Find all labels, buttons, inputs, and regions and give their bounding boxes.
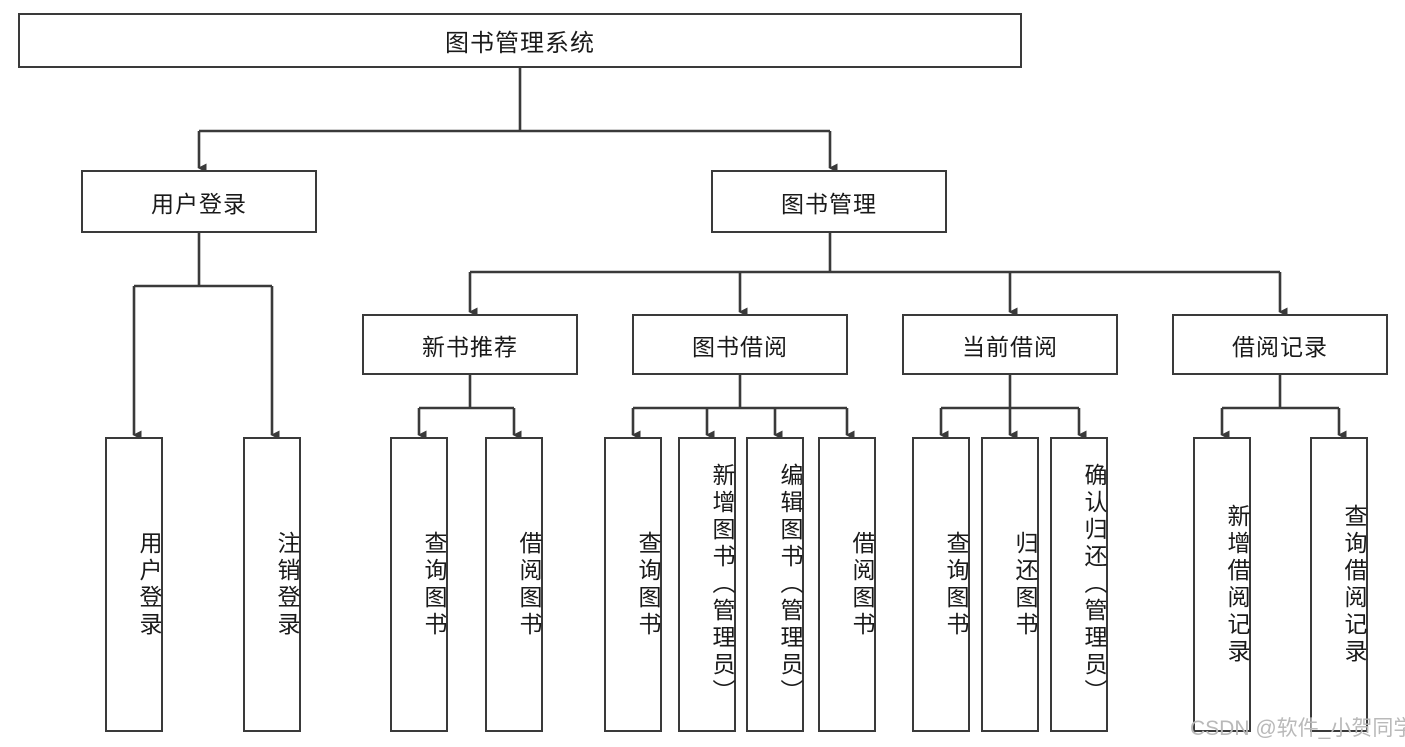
node-book-borrow[interactable]: 图书借阅	[632, 314, 848, 375]
node-leaf-query-book-3[interactable]: 查询图书	[912, 437, 970, 732]
node-leaf-edit-book[interactable]: 编辑图书（管理员）	[746, 437, 804, 732]
node-borrow-record[interactable]: 借阅记录	[1172, 314, 1388, 375]
node-leaf-logout[interactable]: 注销登录	[243, 437, 301, 732]
node-user-login[interactable]: 用户登录	[81, 170, 317, 233]
node-leaf-borrow-book-2[interactable]: 借阅图书	[818, 437, 876, 732]
node-leaf-user-login[interactable]: 用户登录	[105, 437, 163, 732]
node-leaf-add-book[interactable]: 新增图书（管理员）	[678, 437, 736, 732]
node-leaf-return-book[interactable]: 归还图书	[981, 437, 1039, 732]
node-book-manage[interactable]: 图书管理	[711, 170, 947, 233]
node-leaf-query-book-2[interactable]: 查询图书	[604, 437, 662, 732]
node-current-borrow[interactable]: 当前借阅	[902, 314, 1118, 375]
node-new-book-recommend[interactable]: 新书推荐	[362, 314, 578, 375]
node-leaf-borrow-book-1[interactable]: 借阅图书	[485, 437, 543, 732]
node-leaf-confirm-return[interactable]: 确认归还（管理员）	[1050, 437, 1108, 732]
node-leaf-add-record[interactable]: 新增借阅记录	[1193, 437, 1251, 732]
node-leaf-query-book-1[interactable]: 查询图书	[390, 437, 448, 732]
node-root[interactable]: 图书管理系统	[18, 13, 1022, 68]
csdn-watermark: CSDN @软件_小贺同学	[1190, 717, 1405, 740]
node-leaf-query-record[interactable]: 查询借阅记录	[1310, 437, 1368, 732]
